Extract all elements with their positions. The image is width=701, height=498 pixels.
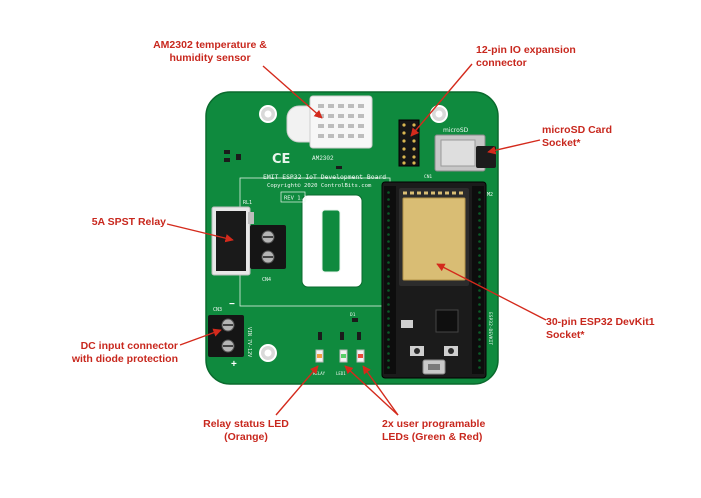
callout-user-leds: 2x user programable LEDs (Green & Red) [382, 418, 522, 443]
spst-relay: RL1 [211, 200, 254, 276]
arrow-relay-led [275, 365, 319, 416]
relay-ref-silk: RL1 [243, 200, 252, 206]
callout-io: 12-pin IO expansion connector [476, 44, 616, 69]
callout-user-leds-line-2: LEDs (Green & Red) [382, 430, 483, 443]
arrow-sd [487, 139, 541, 155]
d1-silk: D1 [350, 312, 356, 318]
copyright-silk: Copyright© 2020 ControlBits.com [267, 183, 372, 189]
callout-sd: microSD Card Socket* [542, 124, 662, 149]
callout-user-leds-line-1: 2x user programable [382, 418, 486, 430]
arrow-sensor [262, 65, 323, 119]
callout-dc-line-1: DC input connector [80, 340, 178, 352]
callout-sd-line-1: microSD Card [542, 124, 613, 136]
user-led-silk: LED1 [336, 371, 346, 376]
arrow-relay [166, 223, 234, 243]
board-title-silk: EMIT ESP32 IoT Development Board [263, 173, 386, 181]
arrow-led-red [362, 365, 399, 416]
callout-esp32-line-2: Socket* [546, 328, 585, 341]
vin-silk: VIN 7V-12V [246, 327, 252, 357]
microsd-silk: microSD [443, 127, 469, 134]
minus-silk: − [229, 299, 235, 310]
led-resistors [318, 318, 361, 340]
arrow-io [410, 63, 473, 137]
cn4-silk: CN4 [262, 277, 271, 283]
annotation-arrows [166, 63, 547, 416]
callout-sd-line-2: Socket* [542, 136, 581, 149]
revision-silk: REV 1.2 [284, 196, 307, 202]
cn4-terminal-block: CN4 [250, 225, 286, 283]
callout-esp32: 30-pin ESP32 DevKit1 Socket* [546, 316, 686, 341]
plus-silk: + [231, 359, 237, 370]
esp32-silk: ESP32-DEVKIT [487, 312, 493, 345]
ce-mark: CE [272, 152, 290, 167]
cn3-silk: CN3 [213, 307, 222, 313]
sensor-silk-label: AM2302 [312, 155, 334, 162]
relay-led-silk: RELAY [313, 371, 326, 376]
cn1-silk: CN1 [424, 174, 432, 180]
esp32-devkit-module: M2 ESP32-DEVKIT [381, 181, 493, 379]
callout-relay-line-1: 5A SPST Relay [91, 216, 166, 228]
callout-dc-line-2: with diode protection [71, 352, 178, 365]
callout-io-line-1: 12-pin IO expansion [476, 44, 576, 56]
callout-sensor-line-2: humidity sensor [169, 51, 251, 64]
user-led-red [356, 349, 365, 363]
callout-dc: DC input connector with diode protection [40, 340, 178, 365]
mounting-hole-tl [259, 105, 277, 123]
m2-silk: M2 [487, 192, 493, 198]
callout-io-line-2: connector [476, 56, 527, 69]
microsd-socket: microSD [434, 127, 496, 172]
callout-esp32-line-1: 30-pin ESP32 DevKit1 [546, 316, 655, 328]
arrow-esp32 [436, 263, 547, 321]
mounting-hole-bl [259, 344, 277, 362]
callout-relay-led-line-1: Relay status LED [203, 418, 289, 430]
callout-relay-led: Relay status LED (Orange) [186, 418, 306, 443]
relay-status-led: RELAY [313, 349, 326, 376]
am2302-sensor: AM2302 [286, 95, 373, 162]
mounting-hole-tr [430, 105, 448, 123]
dc-input-connector: CN3 VIN 7V-12V + − [208, 299, 252, 370]
arrow-led-green [344, 365, 399, 416]
arrow-dc [179, 328, 222, 346]
smd-components [224, 150, 342, 169]
callout-relay-led-line-2: (Orange) [224, 430, 268, 443]
callout-sensor: AM2302 temperature & humidity sensor [140, 39, 280, 64]
callout-sensor-line-1: AM2302 temperature & [153, 39, 267, 51]
user-led-green: LED1 [336, 349, 348, 376]
callout-relay: 5A SPST Relay [66, 216, 166, 229]
